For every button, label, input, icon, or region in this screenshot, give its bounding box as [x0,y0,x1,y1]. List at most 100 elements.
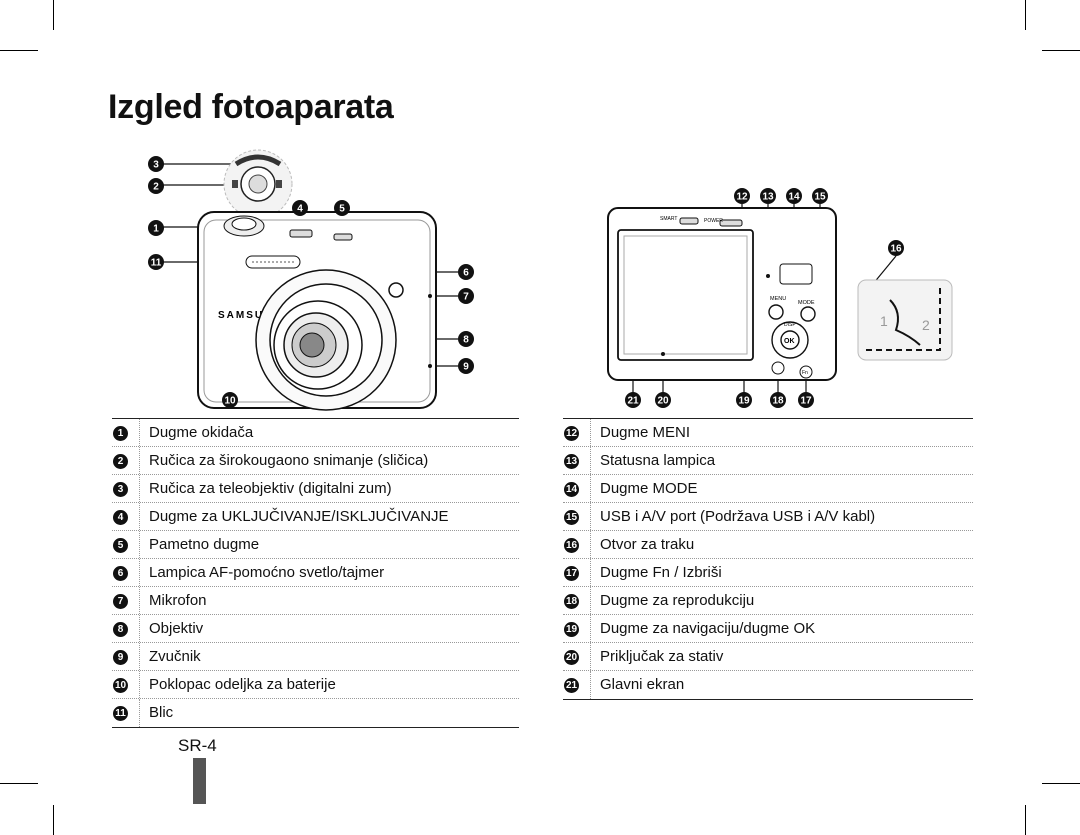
item-description: Dugme MENI [600,424,691,441]
callout-label: 4 [297,204,303,215]
svg-text:2: 2 [922,317,930,333]
callout-label: 20 [657,396,669,407]
crop-mark [1042,783,1080,784]
item-description: Dugme za navigaciju/dugme OK [600,620,816,637]
row-divider [590,615,591,642]
row-divider [590,587,591,614]
row-divider [139,475,140,502]
callout-15: 15 [812,188,828,204]
item-number-badge: 7 [113,594,128,609]
item-number-badge: 6 [113,566,128,581]
callout-3: 3 [148,156,164,172]
page-title: Izgled fotoaparata [108,88,394,126]
item-number-badge: 19 [564,622,579,637]
item-description: Dugme MODE [600,480,698,497]
row-divider [590,503,591,530]
callout-label: 10 [224,396,236,407]
callout-4: 4 [292,200,308,216]
callout-label: 14 [788,192,800,203]
item-number-badge: 9 [113,650,128,665]
callout-1: 1 [148,220,164,236]
table-row: 19 Dugme za navigaciju/dugme OK [563,615,973,643]
row-divider [139,419,140,446]
row-divider [139,531,140,558]
item-description: Pametno dugme [149,536,260,553]
callout-8: 8 [458,331,474,347]
callout-label: 15 [814,192,826,203]
table-row: 20 Priključak za stativ [563,643,973,671]
callout-label: 17 [800,396,812,407]
item-number-badge: 5 [113,538,128,553]
item-number-badge: 4 [113,510,128,525]
callout-label: 6 [463,268,469,279]
callout-label: 7 [463,292,469,303]
item-number-badge: 20 [564,650,579,665]
item-number-badge: 16 [564,538,579,553]
table-row: 11 Blic [112,699,519,727]
item-number-badge: 14 [564,482,579,497]
callout-17: 17 [798,392,814,408]
item-number-badge: 12 [564,426,579,441]
crop-mark [1025,805,1026,835]
callout-label: 13 [762,192,774,203]
table-row: 9 Zvučnik [112,643,519,671]
item-description: Blic [149,704,174,721]
row-divider [590,671,591,699]
item-number-badge: 8 [113,622,128,637]
item-number-badge: 1 [113,426,128,441]
row-divider [139,587,140,614]
callout-13: 13 [760,188,776,204]
callout-label: 11 [151,258,162,269]
callout-2: 2 [148,178,164,194]
row-divider [590,419,591,446]
table-row: 8 Objektiv [112,615,519,643]
callout-7: 7 [458,288,474,304]
brand-logo: SAMSUNG [218,310,283,321]
svg-text:MENU: MENU [770,296,786,302]
callout-11: 11 [148,254,164,270]
callout-10: 10 [222,392,238,408]
item-description: Priključak za stativ [600,648,724,665]
row-divider [590,643,591,670]
row-divider [590,447,591,474]
item-description: USB i A/V port (Podržava USB i A/V kabl) [600,508,876,525]
callout-label: 3 [153,160,159,171]
svg-text:SMART: SMART [660,216,677,222]
callout-label: 1 [153,224,159,235]
item-number-badge: 15 [564,510,579,525]
page-number: SR-4 [178,736,217,755]
crop-mark [1042,50,1080,51]
item-number-badge: 2 [113,454,128,469]
item-number-badge: 3 [113,482,128,497]
item-description: Zvučnik [149,648,201,665]
callout-19: 19 [736,392,752,408]
callout-label: 19 [738,396,750,407]
item-number-badge: 11 [113,706,128,721]
crop-mark [53,0,54,30]
item-number-badge: 17 [564,566,579,581]
svg-text:DISP: DISP [784,322,796,328]
table-row: 5 Pametno dugme [112,531,519,559]
callout-label: 18 [772,396,784,407]
callout-label: 2 [153,182,159,193]
row-divider [139,615,140,642]
table-row: 10 Poklopac odeljka za baterije [112,671,519,699]
callout-label: 12 [736,192,748,203]
callout-5: 5 [334,200,350,216]
item-description: Ručica za teleobjektiv (digitalni zum) [149,480,392,497]
callout-6: 6 [458,264,474,280]
item-description: Objektiv [149,620,204,637]
callout-16: 16 [888,240,904,256]
section-tab-marker [193,758,206,804]
item-description: Glavni ekran [600,676,685,693]
item-number-badge: 10 [113,678,128,693]
item-description: Poklopac odeljka za baterije [149,676,336,693]
row-divider [139,643,140,670]
callout-label: 16 [890,244,902,255]
row-divider [590,559,591,586]
